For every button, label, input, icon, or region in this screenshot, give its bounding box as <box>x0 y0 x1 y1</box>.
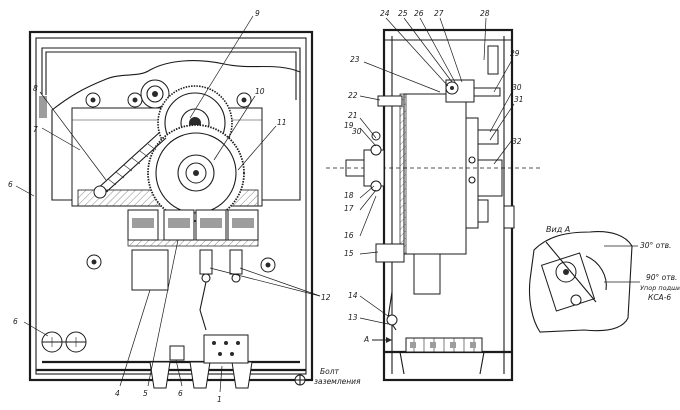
callout-21: 21 <box>348 111 358 120</box>
callout-27: 27 <box>434 9 444 18</box>
view-a-arm <box>545 241 597 303</box>
left-latch <box>39 96 47 118</box>
callout-6: 6 <box>8 180 13 189</box>
callout-12: 12 <box>321 293 331 302</box>
callout-6b: 6 <box>13 317 18 326</box>
side-callouts: 24 25 26 27 28 29 30 31 32 23 22 21 19 3… <box>344 9 524 344</box>
callout-23: 23 <box>350 55 360 64</box>
view-a-angle-label: 30° отв. <box>640 241 671 250</box>
side-view: 24 25 26 27 28 29 30 31 32 23 22 21 19 3… <box>326 9 540 382</box>
spring-lever <box>93 131 167 199</box>
side-cylinder <box>413 253 441 295</box>
small-switch <box>169 345 185 361</box>
callout-A: A <box>363 335 369 344</box>
front-callouts: 9 8 7 10 11 6 12 6 4 5 6 1 Болт заземлен… <box>8 9 361 404</box>
callout-7: 7 <box>33 125 38 134</box>
cabinet-inner-frame <box>35 37 307 375</box>
view-a-note-line3: КСА-6 <box>648 293 671 302</box>
cabinet-frame <box>28 30 314 382</box>
callout-15: 15 <box>344 249 354 258</box>
cutaway-region <box>51 60 301 201</box>
view-a-outline <box>528 231 633 333</box>
view-a-title: Вид А <box>546 225 570 234</box>
callout-c6-lower: 6 <box>178 389 183 398</box>
lower-box <box>131 249 169 291</box>
callout-16: 16 <box>344 231 354 240</box>
callout-18: 18 <box>344 191 354 200</box>
side-shaft-stack <box>465 117 503 229</box>
callout-8: 8 <box>33 84 38 93</box>
callout-30b: 30 <box>352 127 362 136</box>
callout-5: 5 <box>143 389 148 398</box>
terminal-block <box>203 334 249 364</box>
callout-10: 10 <box>255 87 265 96</box>
front-leaders <box>15 15 321 393</box>
gauges <box>41 331 87 353</box>
callout-19: 19 <box>344 121 354 130</box>
callout-17: 17 <box>344 204 354 213</box>
side-main-body <box>403 93 467 255</box>
callout-1: 1 <box>217 395 222 404</box>
side-right-bracket <box>503 205 515 229</box>
callout-25: 25 <box>398 9 408 18</box>
supports <box>149 361 253 389</box>
view-a-note-line1: 90° отв. <box>646 273 677 282</box>
large-gear <box>147 124 245 222</box>
mounting-lugs <box>85 92 276 273</box>
side-terminal-strip <box>405 337 483 353</box>
side-leaders <box>359 17 515 325</box>
side-cabinet <box>382 28 514 382</box>
callout-4: 4 <box>115 389 120 398</box>
side-tab-upper <box>377 95 403 107</box>
view-a: Вид А 30° отв. 90° отв. Упор подшипн. КС… <box>528 225 680 333</box>
callout-24: 24 <box>380 9 390 18</box>
view-a-note-line2: Упор подшипн. <box>640 284 680 292</box>
front-view: 9 8 7 10 11 6 12 6 4 5 6 1 Болт заземлен… <box>8 9 361 404</box>
fuse-holders <box>199 249 243 283</box>
ground-label-line1: Болт <box>320 367 340 376</box>
ground-label-line2: заземления <box>314 377 361 386</box>
callout-11: 11 <box>277 118 287 127</box>
link-rod <box>199 281 207 331</box>
small-gear <box>140 79 170 109</box>
callout-14: 14 <box>348 291 358 300</box>
callout-30: 30 <box>512 83 522 92</box>
callout-28: 28 <box>480 9 490 18</box>
callout-22: 22 <box>348 91 358 100</box>
contact-blocks <box>127 209 259 247</box>
callout-32: 32 <box>512 137 522 146</box>
callout-26: 26 <box>414 9 424 18</box>
ground-bolt <box>294 374 306 386</box>
callout-29: 29 <box>510 49 520 58</box>
callout-31: 31 <box>514 95 524 104</box>
callout-13: 13 <box>348 313 358 322</box>
callout-9: 9 <box>255 9 260 18</box>
side-tab-lower <box>375 243 405 263</box>
